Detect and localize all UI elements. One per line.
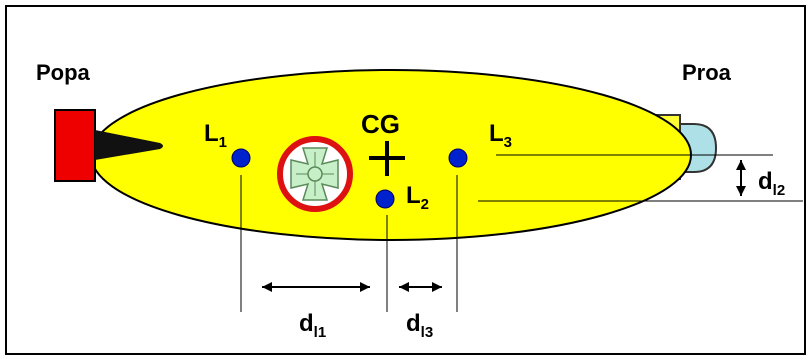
dl1-label: dl1 [299,310,326,341]
l2-dot [375,189,395,209]
rudder-icon [54,109,163,182]
bow-label: Proa [682,60,732,85]
dl3-arrowhead-left [399,282,409,292]
cg-marker [369,141,405,176]
dl1-arrowhead-right [360,282,370,292]
dl2-label: dl2 [758,168,785,199]
dl1-arrowhead-left [262,282,272,292]
dl3-sub: l3 [421,324,434,341]
stern-label: Popa [36,60,91,85]
propeller-hub [307,166,323,182]
l1-label: L1 [204,120,227,151]
dl1-sub: l1 [314,324,327,341]
l3-base: L [489,120,504,147]
cg-label: CG [361,109,400,139]
dl1-arrow [262,282,370,292]
l1-dot [231,148,251,168]
dl2-base: d [758,168,773,195]
l2-base: L [406,182,421,209]
dl2-arrowhead-bottom [736,186,746,196]
dl3-arrow [399,282,442,292]
dl2-arrowhead-top [736,160,746,170]
l1-base: L [204,120,219,147]
rudder-shaft [95,130,163,160]
l3-label: L3 [489,120,512,151]
dl3-arrowhead-right [432,282,442,292]
dl3-label: dl3 [406,310,433,341]
l3-dot [448,148,468,168]
dl1-base: d [299,310,314,337]
l2-label: L2 [406,182,429,213]
rudder-block [54,109,96,182]
l3-sub: 3 [504,134,512,151]
propeller-icon [277,136,353,212]
dl2-arrow [736,160,746,196]
l1-sub: 1 [219,134,227,151]
dl3-base: d [406,310,421,337]
dl2-sub: l2 [773,182,786,199]
l2-sub: 2 [421,196,429,213]
